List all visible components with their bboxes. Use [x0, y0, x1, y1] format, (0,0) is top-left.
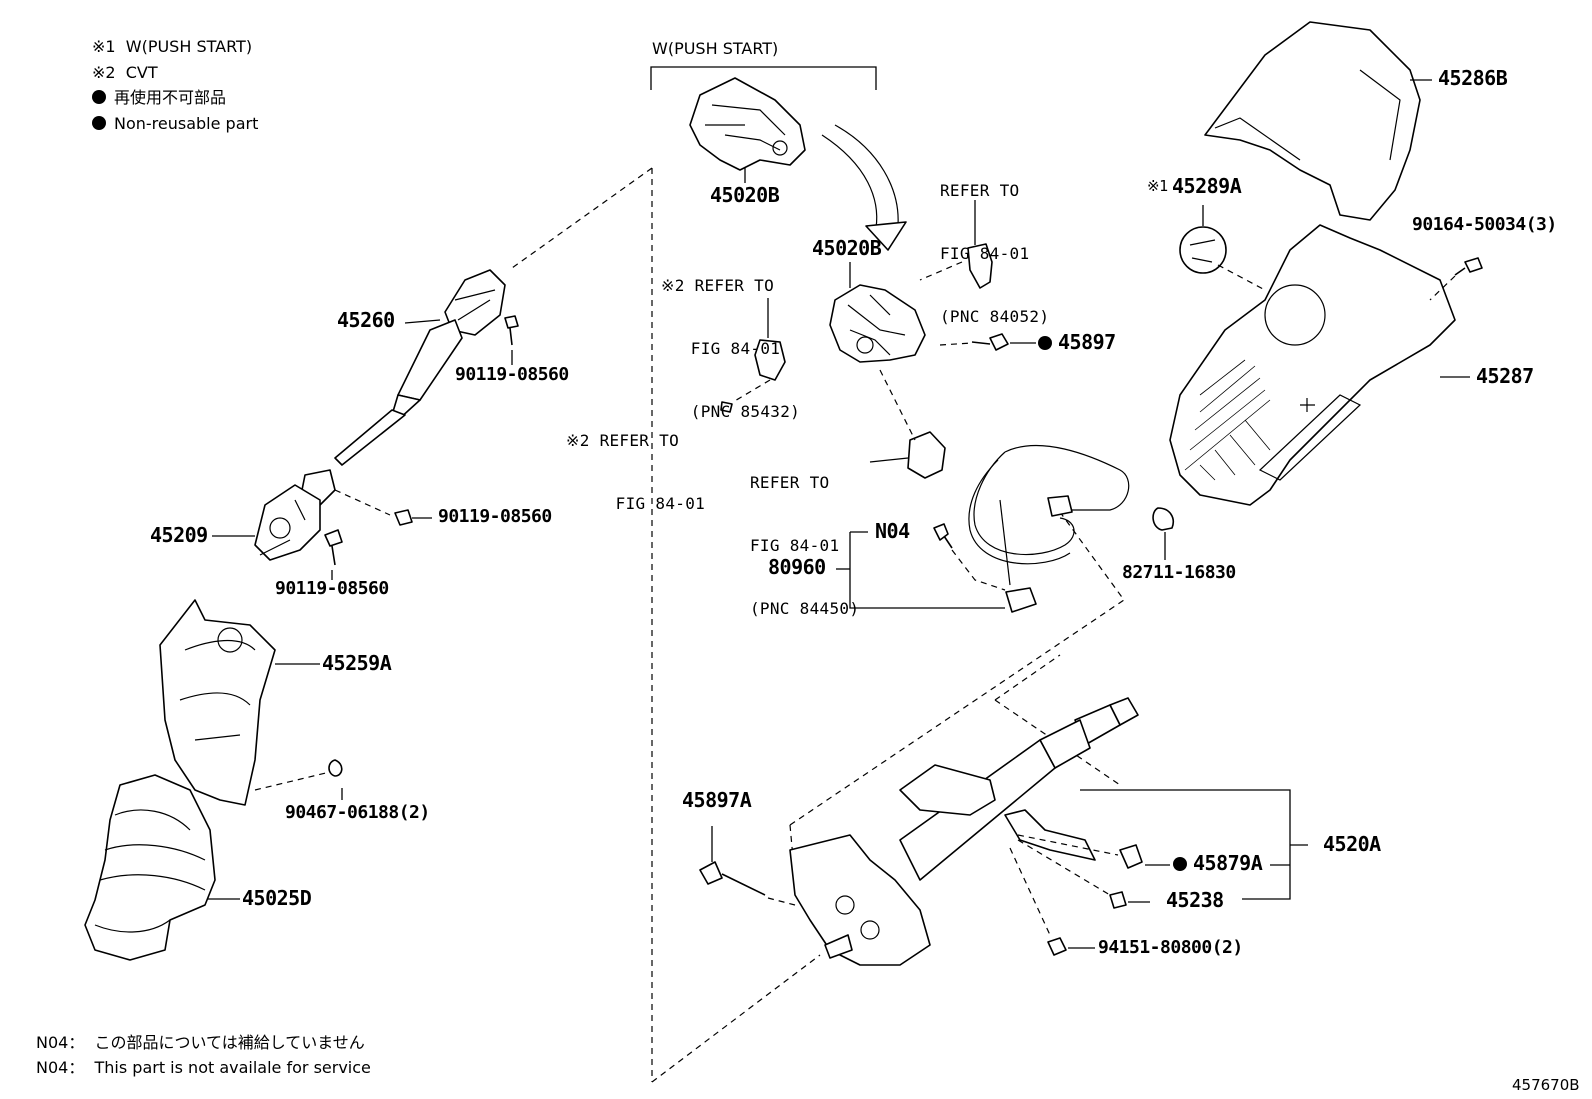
part-label-90119-08560-a: 90119-08560: [455, 364, 569, 385]
figure-id: 457670B: [1512, 1076, 1580, 1094]
reference-line: (PNC 84052): [940, 307, 1050, 326]
part-label-45209: 45209: [150, 523, 208, 547]
spacer-45879a: [1119, 844, 1143, 869]
part-label-45897: 45897: [1038, 332, 1116, 352]
legend-note-1: ※1 W(PUSH START): [92, 37, 253, 56]
connector-85432: [754, 339, 786, 381]
screw-45897: [971, 333, 1009, 351]
part-label-45025D: 45025D: [242, 886, 312, 910]
connector-84052: [967, 243, 993, 289]
reference-line: REFER TO: [750, 473, 830, 492]
part-label-45289A: 45289A: [1172, 174, 1242, 198]
push-start-bracket-label: W(PUSH START): [652, 39, 779, 58]
cover-cap: [1179, 226, 1227, 274]
screw-90164: [1454, 257, 1483, 276]
assembly-arrow-head: [865, 221, 907, 251]
part-label-90119-08560-b: 90119-08560: [438, 506, 552, 527]
part-label-45260: 45260: [337, 308, 395, 332]
part-label-45286B: 45286B: [1438, 66, 1508, 90]
connector-84450: [907, 431, 946, 479]
ignition-switch-push-start: [689, 77, 806, 171]
wire-harness: [968, 444, 1130, 613]
reference-line: FIG 84-01: [661, 339, 781, 358]
part-label-N04: N04: [875, 519, 910, 543]
reference-pnc-84450: REFER TO FIG 84-01 (PNC 84450): [750, 430, 859, 661]
footnote-n04-jp: N04： この部品については補給していません: [36, 1033, 365, 1052]
part-label-45879A-text: 45879A: [1193, 851, 1263, 875]
legend-nonreusable-en: Non-reusable part: [92, 113, 258, 135]
part-label-94151-80800: 94151-80800(2): [1098, 937, 1243, 958]
universal-joint: [254, 469, 336, 561]
reference-pnc-84052: REFER TO FIG 84-01 (PNC 84052): [940, 138, 1049, 369]
nut-90467: [328, 759, 343, 777]
boundary-dash: [651, 954, 821, 1083]
bolt-45897a: [699, 861, 766, 896]
reference-line: (PNC 85432): [661, 402, 801, 421]
boot-cover: [159, 599, 276, 806]
part-label-4520A: 4520A: [1323, 832, 1381, 856]
legend-nonreusable-jp: 再使用不可部品: [92, 87, 226, 109]
nut-45238: [1109, 891, 1127, 909]
push-start-bracket: [650, 66, 877, 90]
bolt-90119-a: [504, 315, 519, 346]
part-label-90119-08560-c: 90119-08560: [275, 578, 389, 599]
reference-line: FIG 84-01: [566, 494, 706, 513]
reference-line: FIG 84-01: [750, 536, 840, 555]
bolt-90119-c: [324, 529, 343, 566]
clip-82711: [1152, 507, 1174, 531]
legend-note-2: ※2 CVT: [92, 63, 158, 82]
nut-94151: [1047, 937, 1067, 956]
assembly-arrow: [834, 124, 899, 226]
part-label-45287: 45287: [1476, 364, 1534, 388]
reference-fig-84-01: ※2 REFER TO FIG 84-01: [566, 388, 705, 556]
reference-line: ※2 REFER TO: [661, 276, 775, 295]
part-label-82711-16830: 82711-16830: [1122, 562, 1236, 583]
part-label-80960: 80960: [768, 555, 826, 579]
part-mark-45289A: ※1: [1147, 177, 1168, 195]
nonreusable-dot-icon: [92, 90, 106, 104]
reference-line: ※2 REFER TO: [566, 431, 680, 450]
footnote-n04-en: N04： This part is not availale for servi…: [36, 1058, 371, 1077]
screw-n04: [933, 523, 953, 549]
nonreusable-dot-icon: [92, 116, 106, 130]
nonreusable-dot-icon: [1038, 336, 1052, 350]
steering-boot: [84, 774, 216, 961]
group-bracket: [1080, 789, 1291, 900]
lower-cover: [1169, 224, 1456, 506]
bolt-90119-b: [394, 509, 413, 526]
part-label-45897A: 45897A: [682, 788, 752, 812]
nonreusable-dot-icon: [1173, 857, 1187, 871]
part-label-90164-50034: 90164-50034(3): [1412, 214, 1557, 235]
boundary-dash: [789, 511, 1125, 826]
legend-nonreusable-jp-text: 再使用不可部品: [114, 88, 227, 107]
part-label-45238: 45238: [1166, 888, 1224, 912]
reference-line: REFER TO: [940, 181, 1020, 200]
part-label-45879A: 45879A: [1173, 851, 1263, 875]
ignition-switch: [829, 284, 926, 363]
part-label-45020B: 45020B: [812, 236, 882, 260]
upper-cover: [1204, 21, 1421, 221]
assembly-arrow: [821, 134, 878, 229]
reference-pnc-85432: ※2 REFER TO FIG 84-01 (PNC 85432): [661, 233, 800, 464]
part-label-45897-text: 45897: [1058, 330, 1116, 354]
legend-nonreusable-en-text: Non-reusable part: [114, 114, 259, 133]
intermediate-shaft: [334, 269, 506, 466]
boundary-dash: [994, 654, 1061, 701]
steering-column: [789, 697, 1139, 966]
boundary-dash: [511, 167, 653, 269]
reference-line: (PNC 84450): [750, 599, 860, 618]
reference-line: FIG 84-01: [940, 244, 1030, 263]
part-label-45259A: 45259A: [322, 651, 392, 675]
part-label-90467-06188: 90467-06188(2): [285, 802, 430, 823]
part-label-45020B-push-start: 45020B: [710, 183, 780, 207]
boundary-dash: [994, 699, 1121, 786]
